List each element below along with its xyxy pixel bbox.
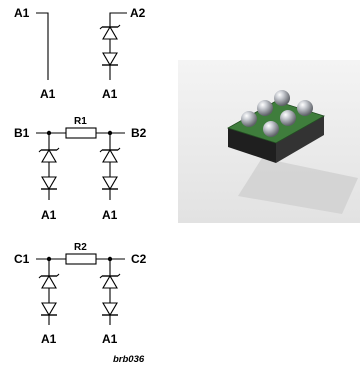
diode-b-left-lower [41, 176, 57, 191]
ground-c-left-label: A1 [41, 332, 57, 346]
ground-b-right-label: A1 [102, 208, 118, 222]
resistor-r1 [65, 127, 97, 139]
ground-b-left-label: A1 [41, 208, 57, 222]
diode-c-right-lower [102, 302, 118, 317]
ground-a1-left-label: A1 [40, 87, 56, 101]
resistor-r1-label: R1 [74, 116, 87, 127]
pin-c2-label: C2 [131, 252, 147, 266]
wire-a2 [109, 12, 127, 80]
circuit-b: B1 R1 B2 A1 A1 [14, 116, 147, 222]
circuit-a: A1 A1 A2 A1 [14, 6, 146, 101]
diode-a-upper [102, 25, 118, 40]
resistor-r2 [65, 253, 97, 265]
pin-b2-label: B2 [131, 126, 147, 140]
pin-a2-label: A2 [130, 6, 146, 20]
solder-balls [241, 90, 313, 137]
package-body-left [228, 128, 276, 163]
diode-b-right-lower [102, 176, 118, 191]
pin-a1-label: A1 [14, 6, 30, 20]
diode-b-right-upper [102, 148, 118, 163]
diode-c-right-upper [102, 274, 118, 289]
diode-c-left-lower [41, 302, 57, 317]
pin-b1-label: B1 [14, 126, 30, 140]
package-shadow [238, 158, 358, 214]
package-image [178, 60, 360, 223]
circuit-c: C1 R2 C2 A1 A1 [14, 242, 147, 346]
reference-code: brb036 [113, 354, 145, 365]
wire-a1 [36, 12, 49, 80]
diode-a-lower [102, 52, 118, 67]
diode-c-left-upper [41, 274, 57, 289]
ground-a2-label: A1 [102, 87, 118, 101]
resistor-r2-label: R2 [74, 242, 87, 253]
package-body-right [276, 116, 324, 163]
ground-c-right-label: A1 [102, 332, 118, 346]
diode-b-left-upper [41, 148, 57, 163]
pin-c1-label: C1 [14, 252, 30, 266]
